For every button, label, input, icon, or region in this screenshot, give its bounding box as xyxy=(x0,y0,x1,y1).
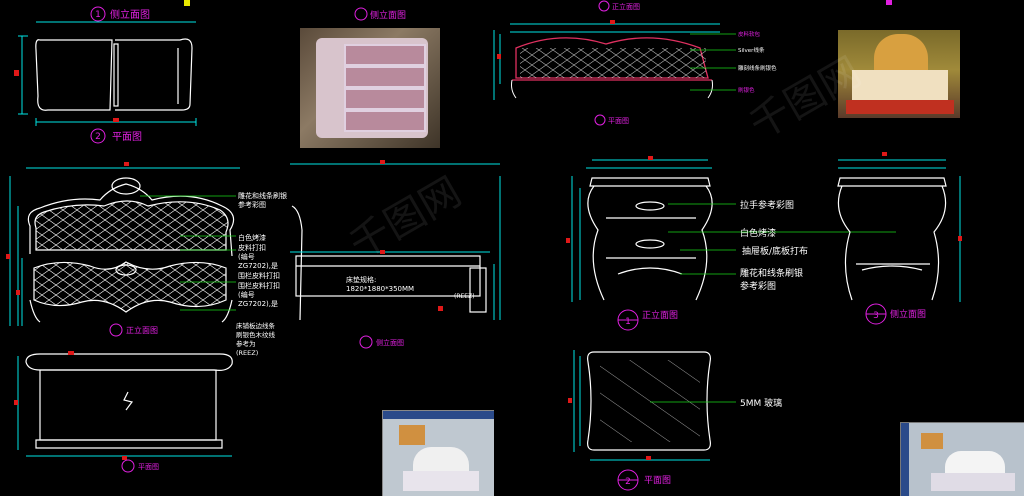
mattress-size: 1820*1880*350MM xyxy=(346,285,414,293)
bed-side-elevation xyxy=(291,205,487,321)
view-title-front-elevation-bed: 正立面图 xyxy=(126,325,158,335)
bed-side-dims xyxy=(290,163,501,320)
bed-plan xyxy=(25,353,233,449)
watermark-2: 千图网 xyxy=(742,49,869,149)
view-title-front-elevation-nightstand: 正立面图 xyxy=(642,309,678,321)
view-badge-top-left-2: 2 xyxy=(90,128,106,144)
view-title-side-elevation-2: 侧立面图 xyxy=(370,9,406,21)
bed-front-leaders xyxy=(140,195,236,311)
bedroom-photo-bottom-center xyxy=(382,410,494,496)
bed-front-elevation xyxy=(27,177,235,323)
nightstand-glass-note: 5MM 玻璃 xyxy=(740,397,782,409)
view-title-plan-1: 平面图 xyxy=(112,131,142,143)
view-title-plan-bed: 平面图 xyxy=(138,463,159,471)
bed-side-view-small xyxy=(35,38,193,111)
nightstand-front xyxy=(587,177,713,301)
watermark: 千图网 xyxy=(342,169,469,269)
bed-carving-note-2: 参考彩图 xyxy=(238,200,266,209)
dresser-photo xyxy=(300,28,440,148)
bedroom-photo-top xyxy=(838,30,960,118)
bed-leather-note: 围栏皮料打扣 xyxy=(238,271,280,280)
mattress-label: 床垫规格: xyxy=(346,275,376,284)
nightstand-carving-note-2: 参考彩图 xyxy=(740,280,776,292)
bed-white-paint: 白色烤漆 xyxy=(238,233,266,242)
bed-button-note-1: 皮料打扣 xyxy=(238,243,266,252)
view-title-side-elevation-bed: 侧立面图 xyxy=(376,338,404,347)
badge-number: 1 xyxy=(95,10,101,20)
nightstand-plan xyxy=(587,351,711,451)
headboard-top-view xyxy=(511,37,713,99)
headboard-note-1: 皮料软包 xyxy=(738,30,761,38)
bed-code-b: ZG7202),是 xyxy=(238,300,278,308)
nightstand-white-paint: 白色烤漆 xyxy=(740,227,776,239)
view-badge-top-left-1: 1 xyxy=(90,6,106,22)
view-title-side-elevation-nightstand: 侧立面图 xyxy=(890,308,926,320)
nightstand-front-dims xyxy=(571,159,712,302)
bed-rail-note-2: 刷银色木纹线 xyxy=(236,330,276,339)
bed-plan-dims xyxy=(17,356,232,457)
badge-number: 3 xyxy=(873,311,879,321)
bed-fabric-note: 围栏皮料打扣 xyxy=(238,281,280,290)
bedroom-photo-bottom-right xyxy=(900,422,1024,496)
bed-carving-note-1: 雕花和线条刷银 xyxy=(238,191,287,200)
badge-number: 1 xyxy=(625,317,631,327)
nightstand-handle-note: 拉手参考彩图 xyxy=(740,199,794,211)
nightstand-side xyxy=(837,177,947,301)
bed-button-note-2: (编号 xyxy=(238,252,255,261)
nightstand-leaders xyxy=(668,203,896,275)
view-title-top-center: 正立面图 xyxy=(612,2,640,11)
bed-rail-note-3: 参考为 xyxy=(236,339,256,348)
nightstand-carving-note-1: 雕花和线条刷银 xyxy=(740,267,803,279)
headboard-note-2: Silver线条 xyxy=(738,46,765,54)
badge-number: 2 xyxy=(625,477,631,487)
nightstand-side-dims xyxy=(838,159,961,302)
bed-front-dims xyxy=(9,167,240,326)
bed-rail-note-1: 床铺板边线条 xyxy=(236,321,276,330)
badge-number: 2 xyxy=(95,132,101,142)
headboard-note-3: 雕刻线条刷银色 xyxy=(738,64,777,72)
view-title-plan-small: 平面图 xyxy=(608,117,629,125)
bed-rail-note-4: (REEZ) xyxy=(236,349,258,357)
headboard-note-4: 刷银色 xyxy=(738,86,755,94)
bed-code-a: ZG7202),是 xyxy=(238,262,278,270)
view-title-side-elevation-1: 侧立面图 xyxy=(110,8,150,21)
reez-label: (REEZ) xyxy=(454,293,475,300)
view-title-plan-nightstand: 平面图 xyxy=(644,475,671,486)
bed-button-note-3: (编号 xyxy=(238,290,255,299)
headboard-leaders xyxy=(690,33,736,91)
nightstand-drawer-note: 抽屉板/底板打布 xyxy=(742,245,808,257)
